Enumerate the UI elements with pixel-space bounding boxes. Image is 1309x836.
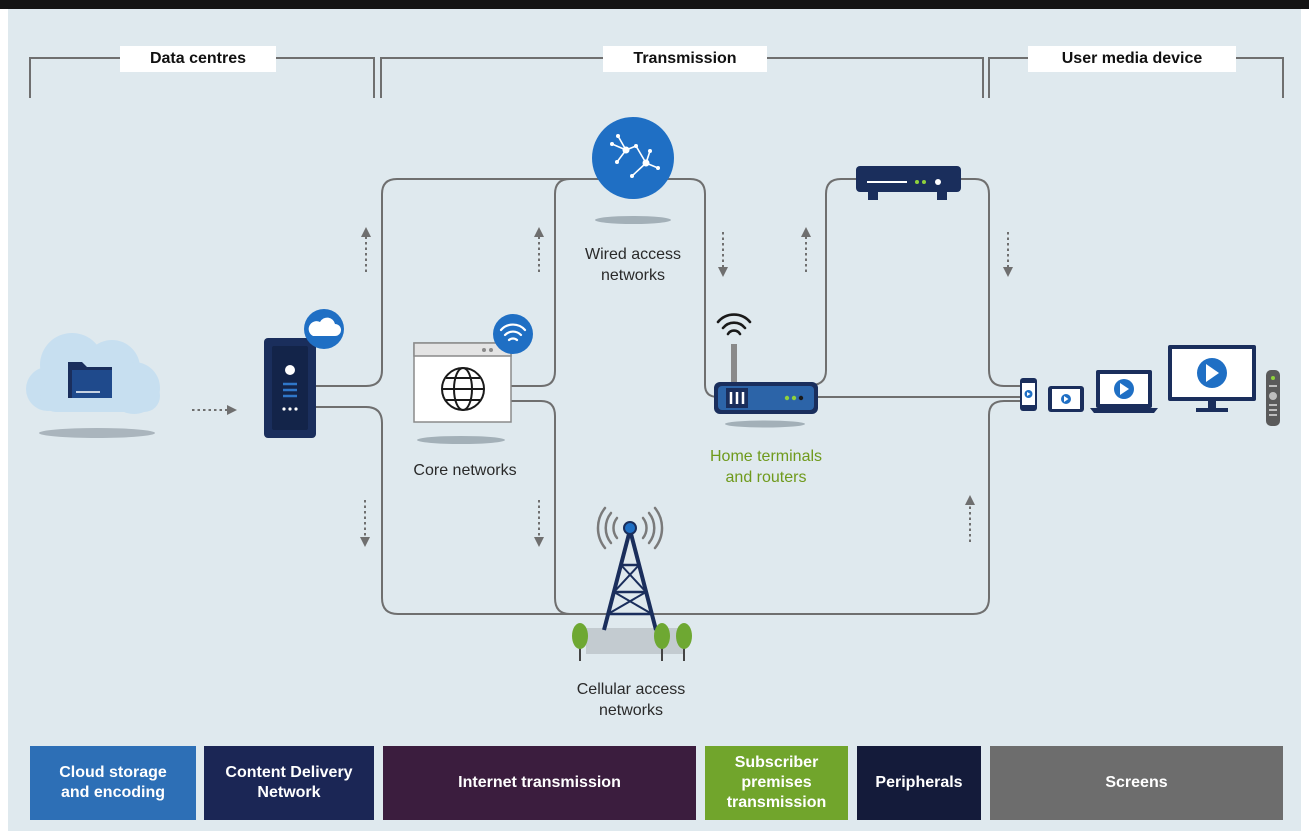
label-wired-access-networks: Wired access networks: [584, 246, 682, 284]
wifi-signal-icon: [716, 313, 752, 336]
category-screens: Screens: [990, 746, 1283, 820]
tv-icon: [1168, 345, 1256, 412]
label-core-networks: Core networks: [413, 462, 517, 479]
top-rule: [0, 0, 1309, 9]
label-home-terminals-routers: Home terminals and routers: [709, 448, 823, 486]
server-icon: [264, 338, 316, 438]
cell-tower-icon: [586, 506, 684, 654]
phone-icon: [1020, 378, 1037, 411]
folder-icon: [68, 362, 112, 398]
tree-icon: [572, 623, 692, 661]
bracket-data-centres: [29, 57, 375, 98]
cloud-badge-icon: [304, 309, 344, 349]
section-header-transmission: Transmission: [603, 46, 767, 72]
tablet-icon: [1048, 386, 1084, 412]
bracket-user-media: [988, 57, 1284, 98]
category-peripherals: Peripherals: [857, 746, 981, 820]
flow-arrows: [192, 227, 1013, 547]
wifi-badge-icon: [493, 314, 533, 354]
section-header-user-media-device: User media device: [1028, 46, 1236, 72]
laptop-icon: [1090, 370, 1158, 413]
label-cellular-access-networks: Cellular access networks: [576, 681, 686, 719]
set-top-box-icon: [856, 166, 961, 200]
wired-network-icon: [592, 117, 674, 224]
category-internet-transmission: Internet transmission: [383, 746, 696, 820]
bracket-transmission: [380, 57, 984, 98]
remote-control-icon: [1266, 370, 1280, 426]
section-header-data-centres: Data centres: [120, 46, 276, 72]
router-icon: [714, 344, 818, 428]
core-network-icon: [413, 342, 512, 444]
network-paths: [316, 178, 1020, 615]
